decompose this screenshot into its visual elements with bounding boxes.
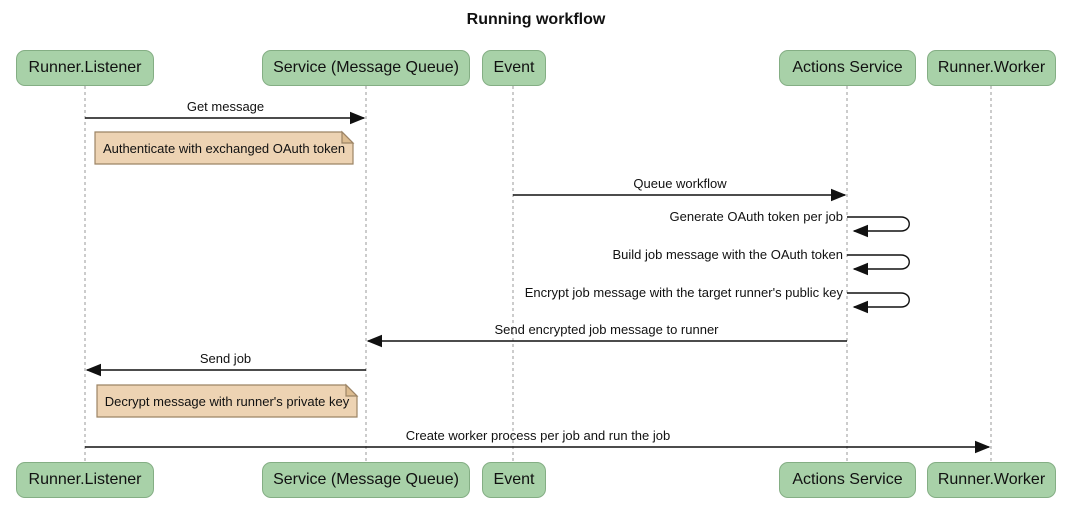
message-label-send-encrypted-job-message: Send encrypted job message to runner [494,322,719,337]
message-label-send-job: Send job [199,351,252,366]
note-decrypt-fold [345,383,359,397]
participant-bottom-actions-service: Actions Service [779,462,916,498]
self-arrow-build-job-message [847,254,910,276]
self-arrow-encrypt-job-message [847,292,910,314]
participant-top-actions-service: Actions Service [779,50,916,86]
note-authenticate-fold [341,130,355,144]
participant-label: Runner.Worker [937,59,1046,76]
message-label-create-worker-process: Create worker process per job and run th… [405,428,671,443]
participant-label: Actions Service [792,471,903,488]
participant-label: Runner.Listener [28,59,142,76]
message-label-generate-oauth-token: Generate OAuth token per job [669,209,843,224]
participant-bottom-runner-worker: Runner.Worker [927,462,1056,498]
participant-label: Service (Message Queue) [273,471,459,488]
participant-label: Event [493,59,535,76]
participant-label: Actions Service [792,59,903,76]
self-arrow-generate-oauth-token [847,216,910,238]
diagram-title: Running workflow [466,11,606,28]
participant-bottom-event: Event [482,462,546,498]
participant-label: Service (Message Queue) [273,59,459,76]
message-label-build-job-message: Build job message with the OAuth token [612,247,843,262]
participant-top-runner-listener: Runner.Listener [16,50,154,86]
participant-top-event: Event [482,50,546,86]
participant-bottom-runner-listener: Runner.Listener [16,462,154,498]
note-decrypt-shape [96,384,358,418]
participant-top-runner-worker: Runner.Worker [927,50,1056,86]
participant-bottom-service-message-queue: Service (Message Queue) [262,462,470,498]
participant-label: Runner.Listener [28,471,142,488]
participant-label: Event [493,471,535,488]
message-label-get-message: Get message [186,99,265,114]
note-authenticate: Authenticate with exchanged OAuth token [102,140,346,156]
message-label-queue-workflow: Queue workflow [633,176,727,191]
participant-label: Runner.Worker [937,471,1046,488]
participant-top-service-message-queue: Service (Message Queue) [262,50,470,86]
note-authenticate-shape [94,131,354,165]
note-decrypt: Decrypt message with runner's private ke… [104,393,350,409]
message-label-encrypt-job-message: Encrypt job message with the target runn… [524,285,843,300]
